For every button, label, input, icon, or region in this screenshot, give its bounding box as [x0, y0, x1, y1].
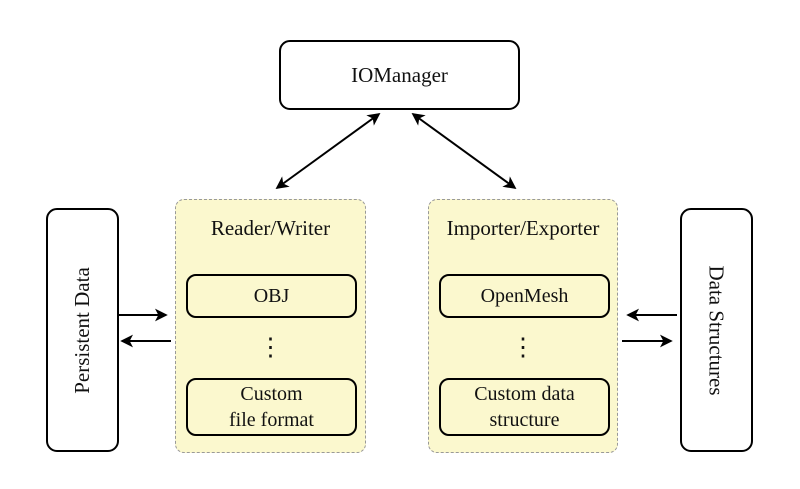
node-data-structures: Data Structures: [680, 208, 753, 452]
node-custom-data-structure-line1: Custom data: [474, 383, 575, 405]
node-obj: OBJ: [186, 274, 357, 318]
panel-reader-writer: Reader/Writer OBJ ⋮ Custom file format: [175, 199, 366, 453]
iomanager-label: IOManager: [351, 62, 448, 87]
arrow-iomanager-importer-exporter: [411, 112, 517, 190]
node-custom-file-format: Custom file format: [186, 378, 357, 436]
node-persistent-data: Persistent Data: [46, 208, 119, 452]
node-custom-file-format-line2: file format: [229, 409, 314, 431]
panel-importer-exporter-title: Importer/Exporter: [446, 216, 600, 240]
ellipsis-reader-writer: ⋮: [258, 333, 283, 361]
node-custom-data-structure-line2: structure: [489, 409, 560, 431]
node-custom-data-structure: Custom data structure: [439, 378, 610, 436]
data-structures-label: Data Structures: [705, 264, 730, 396]
node-openmesh-label: OpenMesh: [480, 285, 569, 307]
node-custom-file-format-line1: Custom: [240, 383, 303, 405]
ellipsis-importer-exporter: ⋮: [510, 333, 536, 361]
persistent-data-label: Persistent Data: [70, 266, 94, 394]
panel-reader-writer-title: Reader/Writer: [210, 216, 331, 240]
arrow-iomanager-reader-writer: [275, 112, 381, 190]
node-openmesh: OpenMesh: [439, 274, 610, 318]
node-iomanager: IOManager: [279, 40, 520, 110]
node-obj-label: OBJ: [253, 285, 290, 307]
panel-importer-exporter: Importer/Exporter OpenMesh ⋮ Custom data…: [428, 199, 618, 453]
